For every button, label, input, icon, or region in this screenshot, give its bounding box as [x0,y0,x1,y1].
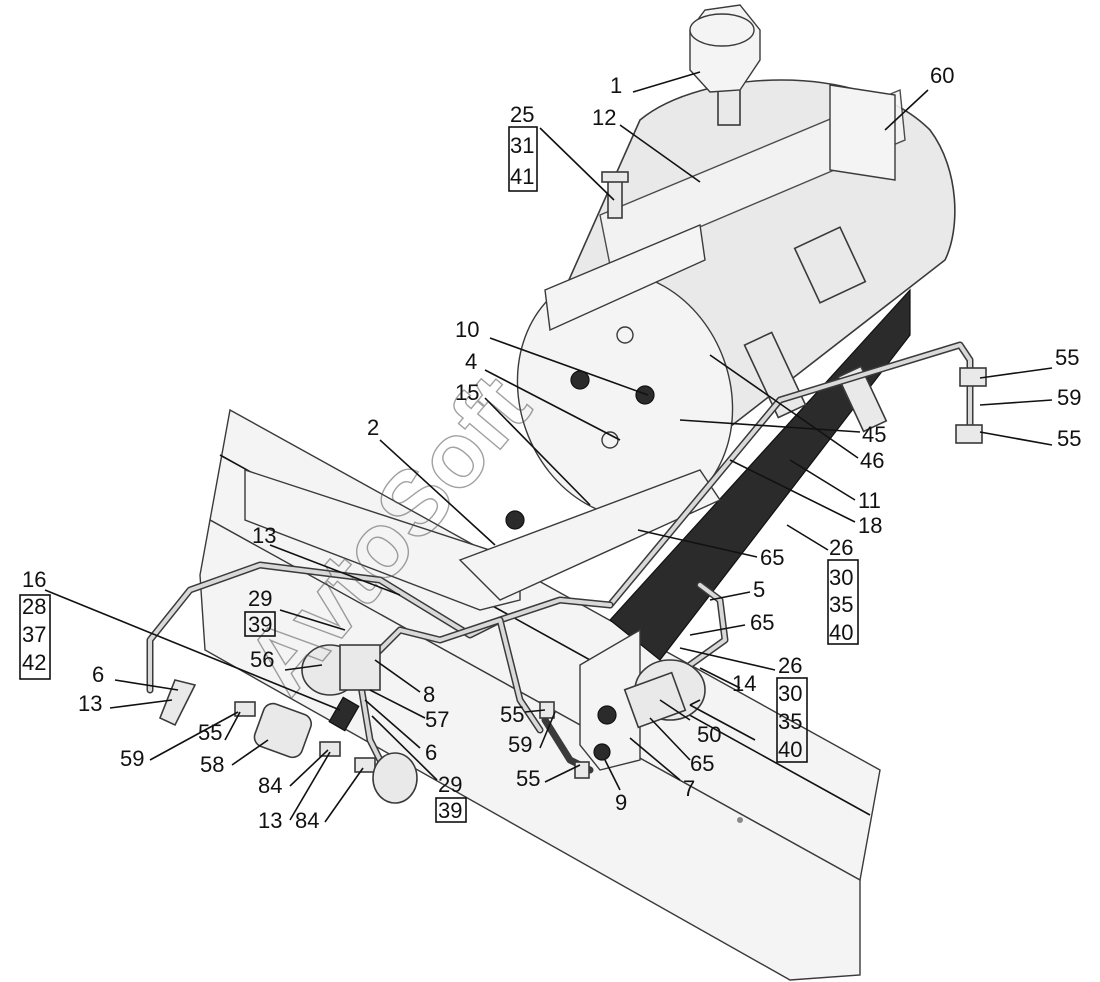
round-cap [372,752,418,804]
callout-13-top: 13 [252,523,276,548]
callout-55-top: 55 [1055,345,1079,370]
callout-9: 9 [615,790,627,815]
callout-8: 8 [423,682,435,707]
callout-55-center: 55 [500,702,524,727]
callout-29-bottom: 29 [438,772,462,797]
callout-26-low: 26 [778,653,802,678]
callout-18: 18 [858,513,882,538]
callout-1: 1 [610,73,622,98]
callout-57: 57 [425,707,449,732]
callout-46: 46 [860,448,884,473]
leader-lines [44,71,1053,823]
callout-40-low: 40 [778,737,802,762]
callout-55-left: 55 [198,720,222,745]
callout-25: 25 [510,102,534,127]
callout-40-right: 40 [829,620,853,645]
callout-13-left: 13 [78,691,102,716]
callout-15: 15 [455,380,479,405]
callout-58: 58 [200,752,224,777]
callout-2: 2 [367,415,379,440]
inline-filter [253,702,312,759]
callout-37: 37 [22,622,46,647]
callout-26-right: 26 [829,535,853,560]
callout-50: 50 [697,722,721,747]
callout-39-left: 39 [248,612,272,637]
callout-35-low: 35 [778,709,802,734]
callout-16: 16 [22,567,46,592]
callout-12: 12 [592,105,616,130]
callout-59-top: 59 [1057,385,1081,410]
strap-bolt [601,171,629,219]
fuel-filter [301,644,381,696]
separator-unit [623,659,706,729]
callout-30-low: 30 [778,681,802,706]
callout-41: 41 [510,164,534,189]
callout-55-mid: 55 [1057,426,1081,451]
callout-11: 11 [858,488,881,513]
callout-42: 42 [22,650,46,675]
callout-55-bottom: 55 [516,766,540,791]
callout-59-center: 59 [508,732,532,757]
callout-6-mid: 6 [425,740,437,765]
label-plate [829,84,896,181]
callout-13-bottom: 13 [258,808,282,833]
callout-65-mid: 65 [750,610,774,635]
callout-5: 5 [753,577,765,602]
callout-labels: 1 12 60 25 31 41 10 4 15 2 55 59 55 45 4… [22,63,1081,833]
callout-39-bottom: 39 [438,798,462,823]
callout-65-low: 65 [690,751,714,776]
callout-7: 7 [683,776,695,801]
callout-56: 56 [250,647,274,672]
fuel-tank [505,79,956,530]
callout-29-left: 29 [248,586,272,611]
boxed-stacks [19,126,859,823]
callout-14: 14 [732,671,756,696]
callout-60: 60 [930,63,954,88]
filler-cap [689,4,761,126]
callout-4: 4 [465,349,477,374]
callout-30-right: 30 [829,565,853,590]
callout-84-top: 84 [258,773,282,798]
callout-6-left: 6 [92,662,104,687]
callout-28: 28 [22,594,46,619]
callout-65-top: 65 [760,545,784,570]
callout-10: 10 [455,317,479,342]
callout-45: 45 [862,422,886,447]
callout-59-left: 59 [120,746,144,771]
callout-84-bottom: 84 [295,808,319,833]
callout-35-right: 35 [829,592,853,617]
fuel-lines [146,341,974,774]
callout-31: 31 [510,133,534,158]
